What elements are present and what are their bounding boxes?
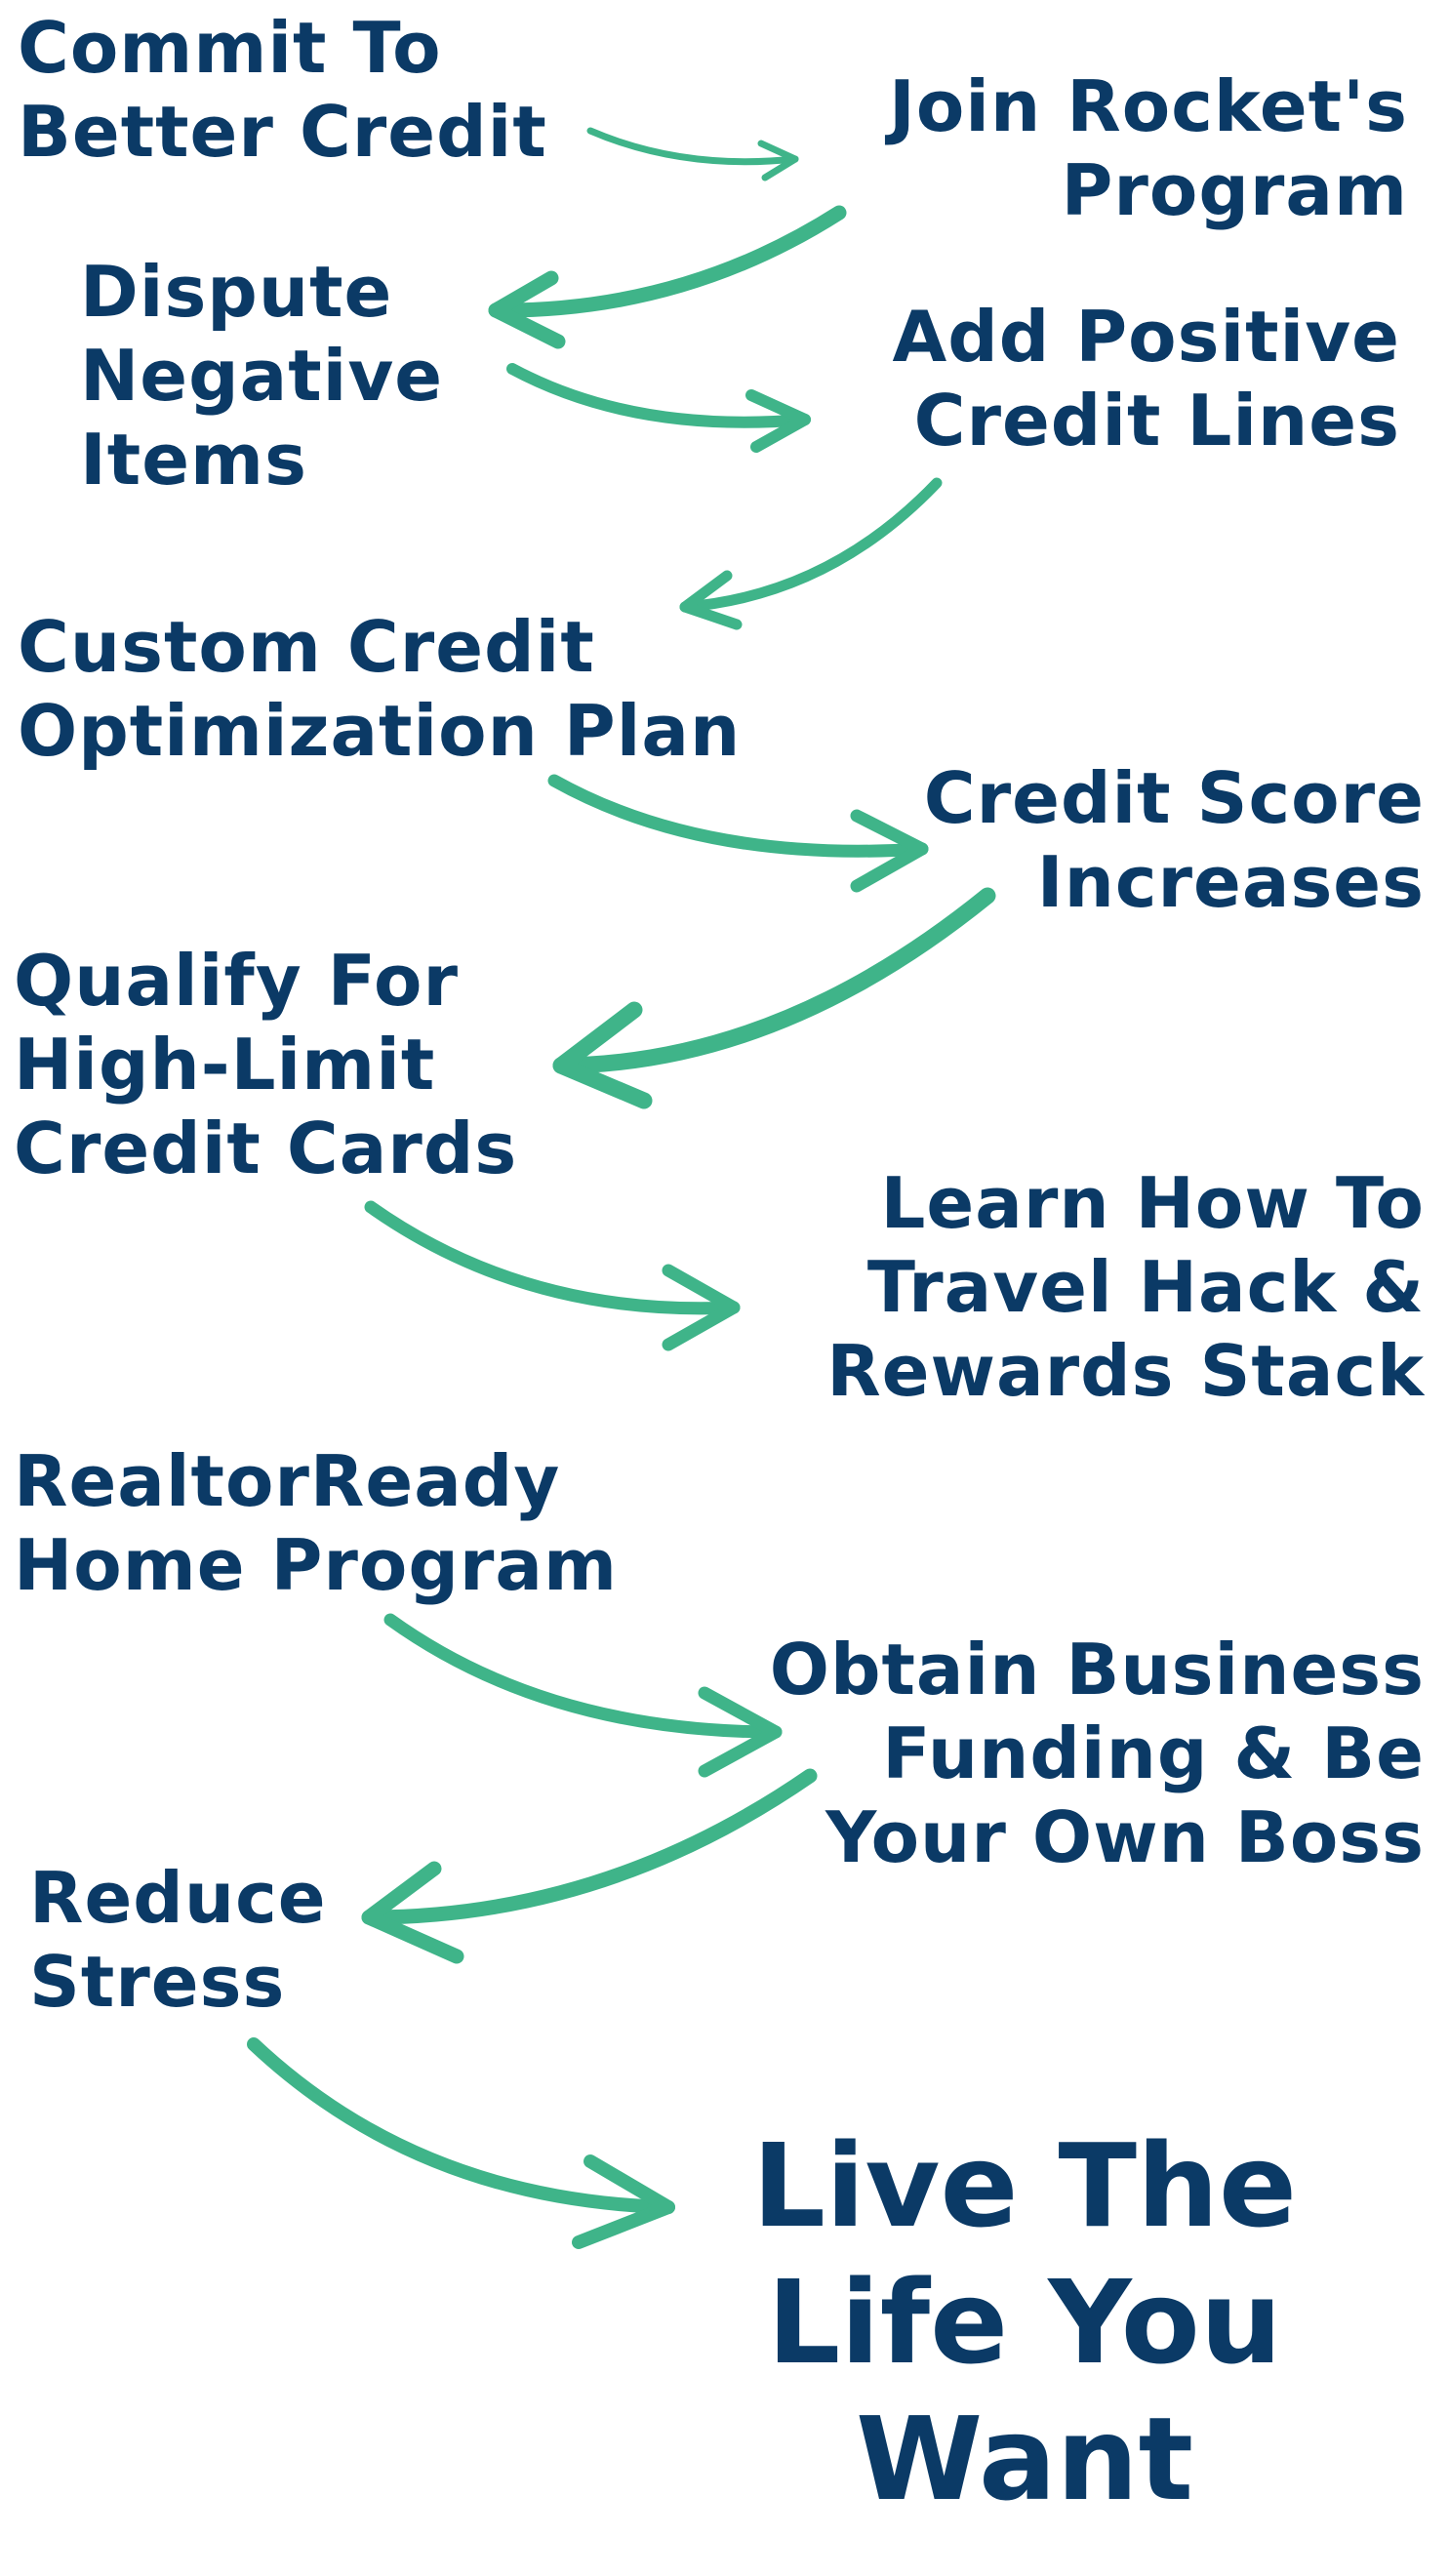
step-realtor-ready: RealtorReady Home Program [14, 1440, 619, 1606]
step-commit: Commit To Better Credit [18, 7, 547, 173]
arrow-icon [361, 1768, 818, 1964]
step-business-funding: Obtain Business Funding & Be Your Own Bo… [769, 1629, 1425, 1878]
step-qualify: Qualify For High-Limit Credit Cards [14, 940, 518, 1189]
step-reduce-stress: Reduce Stress [29, 1857, 327, 2023]
arrow-icon [488, 205, 847, 349]
arrow-icon [506, 363, 811, 453]
step-score-increases: Credit Score Increases [923, 757, 1425, 923]
arrow-icon [586, 127, 799, 181]
arrow-icon [247, 2037, 675, 2249]
arrow-icon [552, 887, 996, 1109]
arrow-icon [547, 774, 929, 893]
step-add-positive: Add Positive Credit Lines [892, 296, 1400, 462]
arrow-icon [364, 1200, 741, 1351]
step-join-program: Join Rocket's Program [889, 65, 1408, 231]
step-custom-plan: Custom Credit Optimization Plan [18, 606, 742, 772]
arrow-icon [679, 477, 943, 630]
step-live-the-life: Live The Life You Want [751, 2118, 1298, 2526]
arrow-icon [383, 1613, 783, 1778]
step-travel-hack: Learn How To Travel Hack & Rewards Stack [826, 1162, 1425, 1412]
step-dispute: Dispute Negative Items [80, 251, 444, 501]
